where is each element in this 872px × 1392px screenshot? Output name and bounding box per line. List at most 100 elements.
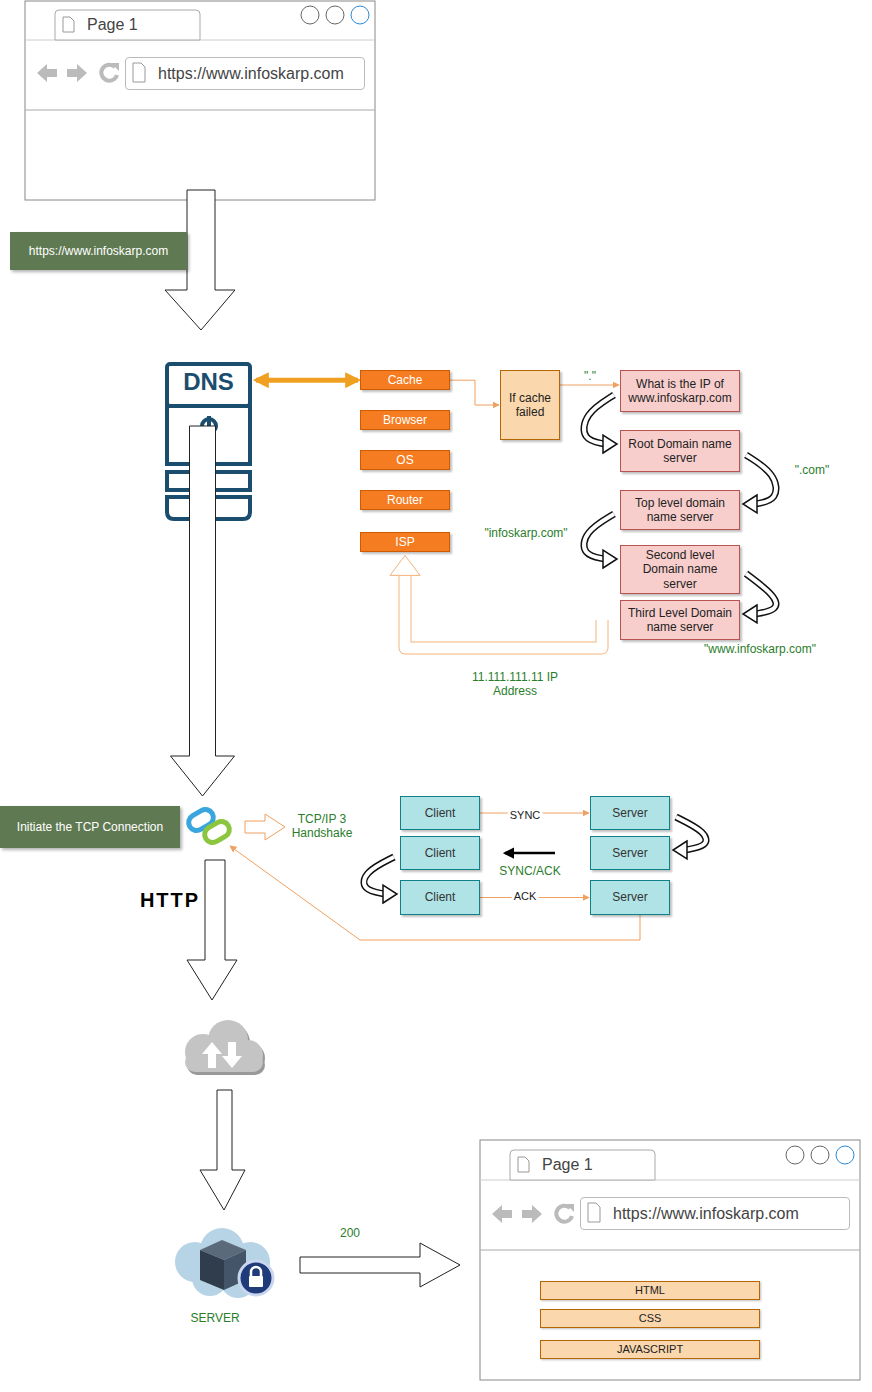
code-block: CSS [540, 1309, 760, 1328]
node-text: https://www.infoskarp.com [158, 64, 344, 83]
node-text: Initiate the TCP Connection [17, 820, 163, 834]
connector [364, 857, 397, 903]
connector-line [560, 385, 619, 386]
url-bar: https://www.infoskarp.com [125, 57, 365, 90]
dns-query: What is the IP of www.infoskarp.com [620, 370, 740, 412]
node-text: What is the IP of www.infoskarp.com [625, 377, 735, 406]
curl-outline [746, 574, 776, 614]
connector [743, 574, 776, 623]
node-text: Client [425, 890, 456, 904]
tcp-client: Client [400, 880, 480, 915]
cache-layer: OS [360, 450, 450, 470]
connector [390, 555, 602, 648]
node-text: Second level Domain name server [625, 548, 735, 591]
handshake-label: TCP/IP 3 Handshake [286, 812, 358, 841]
arrow-head [743, 605, 757, 623]
edge-label: 11.111.111.11 IP Address [470, 670, 560, 699]
browser-window [480, 1140, 860, 1380]
connector [584, 514, 617, 568]
hollow-arrow-fill [405, 574, 602, 648]
node-text: ISP [395, 535, 414, 549]
step-label: https://www.infoskarp.com [10, 232, 187, 270]
node-text: Server [612, 846, 647, 860]
tcp-client: Client [400, 836, 480, 870]
node-text: Root Domain name server [625, 437, 735, 466]
server-icon [175, 1228, 273, 1298]
node-text: Router [387, 493, 423, 507]
browser-window [25, 1, 375, 200]
dns-query: Second level Domain name server [620, 545, 740, 594]
node-text: Client [425, 806, 456, 820]
edge-label: "www.infoskarp.com" [704, 642, 816, 656]
browser-tab: Page 1 [510, 1150, 655, 1180]
node-text: Browser [383, 413, 427, 427]
code-block: HTML [540, 1281, 760, 1300]
hollow-arrow-outline [405, 574, 602, 648]
node-text: If cache failed [505, 391, 555, 420]
response-arrow [300, 1243, 460, 1287]
arrow-head [383, 885, 397, 903]
cache-layer: Router [360, 490, 450, 510]
tcp-server: Server [590, 880, 670, 915]
flow-arrow [200, 1090, 245, 1210]
edge-label: SYNC [508, 809, 543, 822]
protocol-label: HTTP [140, 888, 200, 912]
connector [560, 385, 619, 386]
connector [171, 426, 235, 796]
edge-label: ".com" [795, 463, 830, 477]
node-text: Cache [388, 373, 423, 387]
connector-line [505, 852, 555, 855]
code-block: JAVASCRIPT [540, 1340, 760, 1359]
arrow-head [673, 841, 687, 859]
node-text: OS [396, 453, 413, 467]
edge-label: SYNC/ACK [499, 864, 560, 878]
curl-fill [584, 514, 614, 559]
arrow-head [390, 555, 420, 575]
dns-query: Root Domain name server [620, 430, 740, 472]
curl-fill [746, 574, 776, 614]
edge-label: "." [584, 369, 596, 383]
arrow-head [603, 550, 617, 568]
step-label: Initiate the TCP Connection [0, 806, 180, 848]
node-text: Server [612, 890, 647, 904]
node-text: CSS [639, 1312, 662, 1325]
edge-label: "infoskarp.com" [484, 526, 567, 540]
connector [256, 380, 358, 381]
arrow-head [743, 495, 757, 513]
curl-outline [584, 514, 614, 559]
handshake-arrow [245, 814, 285, 840]
cloud-icon [185, 1020, 265, 1075]
node-text: Page 1 [87, 15, 138, 34]
curl-fill [746, 455, 776, 504]
node-text: DNS [183, 368, 234, 397]
connector [673, 817, 706, 859]
flow-arrow [187, 860, 237, 1000]
connector [584, 395, 617, 453]
status-code: 200 [340, 1226, 360, 1240]
connector [450, 380, 499, 405]
link-icon [186, 807, 233, 846]
node-text: JAVASCRIPT [617, 1343, 683, 1356]
dns-query: Third Level Domain name server [620, 600, 740, 640]
node-text: Client [425, 846, 456, 860]
curl-outline [746, 455, 776, 504]
node-text: Third Level Domain name server [625, 606, 735, 635]
curl-fill [584, 395, 614, 444]
node-text: Page 1 [542, 1155, 593, 1174]
dns-query: Top level domain name server [620, 490, 740, 530]
tcp-client: Client [400, 796, 480, 830]
decision-box: If cache failed [500, 370, 560, 440]
cache-layer: ISP [360, 532, 450, 552]
curl-outline [584, 395, 614, 444]
node-text: https://www.infoskarp.com [29, 244, 168, 258]
node-text: Top level domain name server [625, 496, 735, 525]
block-arrow [171, 426, 235, 796]
cache-layer: Cache [360, 370, 450, 390]
connector-line [256, 378, 358, 383]
connector [505, 853, 555, 854]
cache-layer: Browser [360, 410, 450, 430]
server-label: SERVER [190, 1311, 239, 1325]
browser-tab: Page 1 [55, 10, 200, 40]
